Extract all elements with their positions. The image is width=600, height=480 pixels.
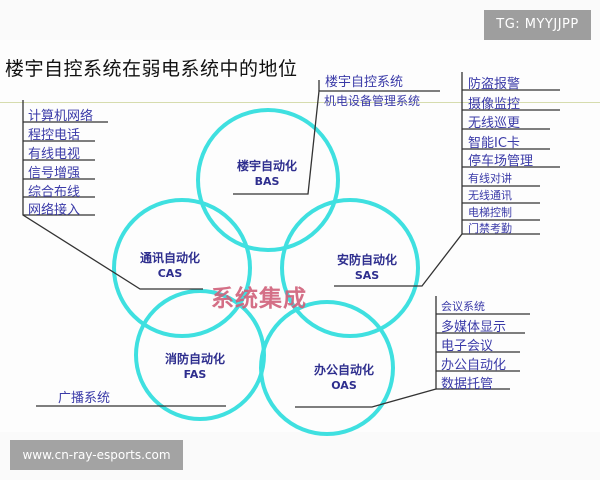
node-cas-label: 通讯自动化 [139,251,200,265]
sas-list-item: 智能IC卡 [468,136,520,151]
header-divider [0,102,600,103]
sas-list-item: 无线巡更 [468,116,521,131]
connector-sas [334,72,463,287]
watermark-bottom: www.cn-ray-esports.com [10,440,183,470]
cas-list-item: 程控电话 [28,128,81,143]
node-fas-code: FAS [183,368,207,381]
node-bas-label: 楼宇自动化 [236,159,297,173]
oas-list-item: 多媒体显示 [441,320,507,335]
oas-list-item: 办公自动化 [441,358,507,373]
node-fas-label: 消防自动化 [164,352,225,366]
oas-list-item: 会议系统 [441,300,485,313]
watermark-top: TG: MYYJJPP [484,10,591,40]
connector-cas [22,100,203,290]
fas-list-item: 广播系统 [58,391,111,406]
connector-bas [233,90,440,195]
sas-list-item: 有线对讲 [468,172,512,185]
sas-list-item: 门禁考勤 [468,222,512,235]
sas-list-item: 停车场管理 [468,154,534,169]
sas-list-item: 电梯控制 [468,206,512,219]
cas-list-item: 网络接入 [28,203,81,218]
bas-list-item: 机电设备管理系统 [324,94,421,108]
cas-list-item: 信号增强 [28,166,81,181]
node-sas-label: 安防自动化 [336,253,397,267]
bas-list-item: 楼宇自控系统 [325,75,404,90]
node-bas-code: BAS [254,175,280,188]
oas-list-item: 数据托管 [441,377,494,392]
sas-list-item: 防盗报警 [468,77,521,92]
node-sas-code: SAS [354,269,380,282]
connector-oas [295,296,437,408]
circle-oas [259,300,395,436]
cas-list-item: 有线电视 [28,147,81,162]
circle-cas [112,198,252,338]
node-oas-label: 办公自动化 [313,363,374,377]
center-label: 系统集成 [211,286,307,312]
sas-list-item: 摄像监控 [468,97,521,112]
node-oas-code: OAS [331,379,357,392]
node-cas-code: CAS [157,267,183,280]
diagram-title: 楼宇自控系统在弱电系统中的地位 [5,58,298,80]
cas-list-item: 综合布线 [28,185,81,200]
cas-list-item: 计算机网络 [28,109,94,124]
circle-sas [280,198,420,338]
oas-list-item: 电子会议 [441,339,494,354]
sas-list-item: 无线通讯 [468,189,512,202]
circle-bas [196,108,340,252]
slide [0,40,600,432]
